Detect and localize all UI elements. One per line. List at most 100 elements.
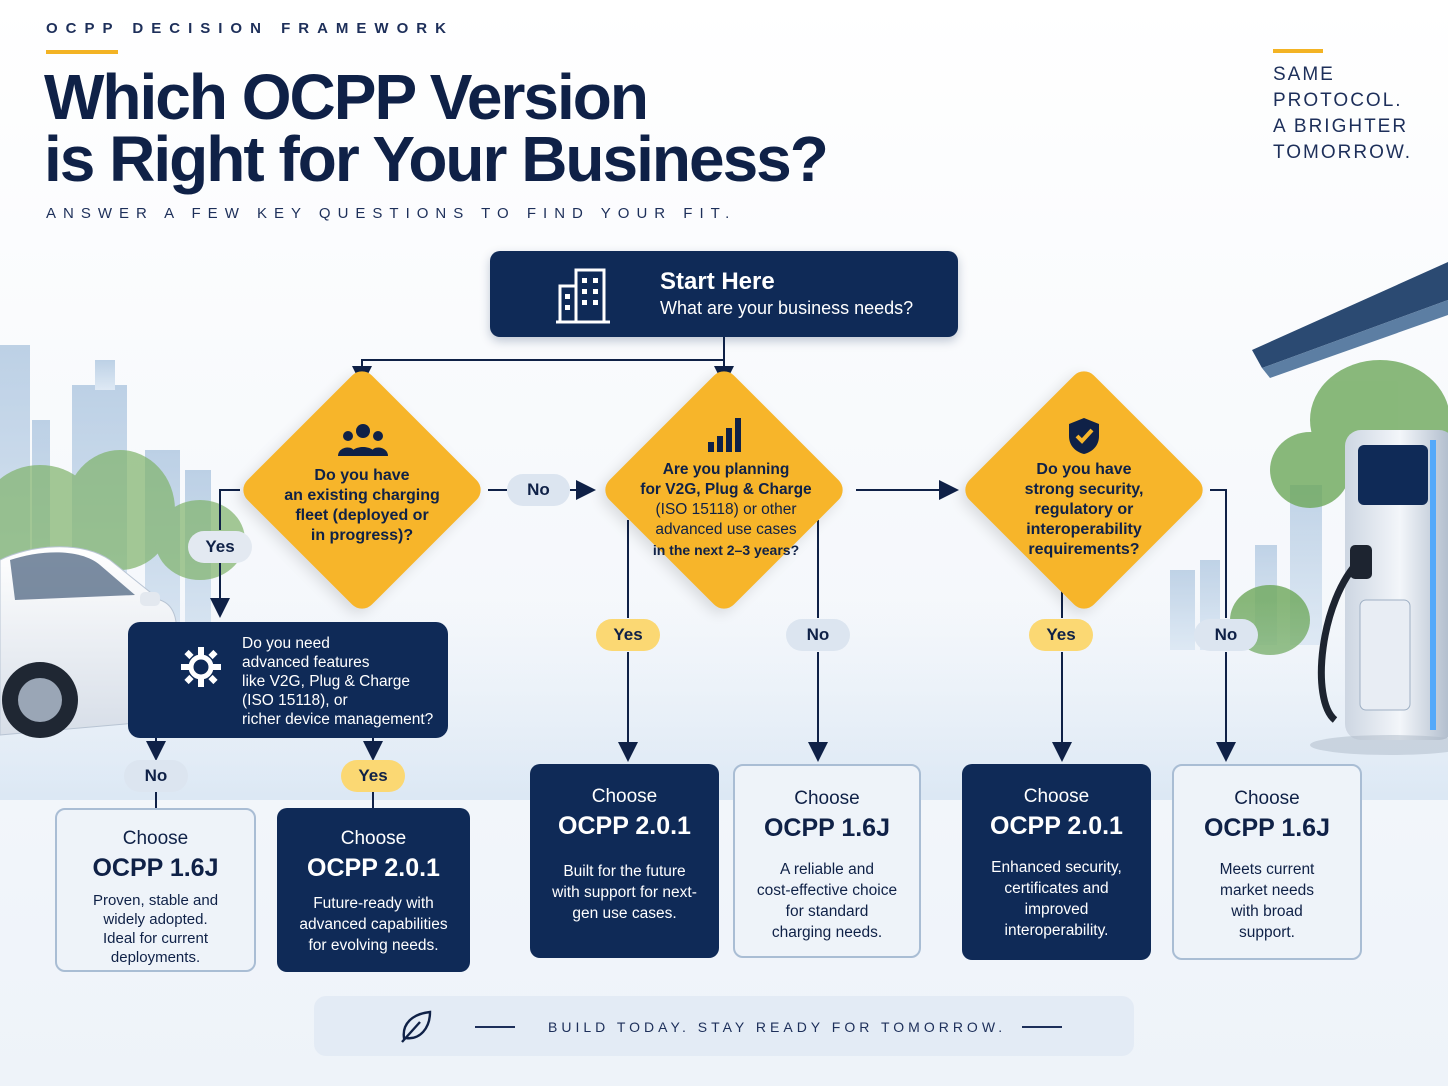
desc-line: Built for the future (563, 863, 686, 880)
result-choose: Choose (794, 788, 860, 809)
result-version: OCPP 2.0.1 (558, 812, 691, 840)
pill-yes-advanced-features: Yes (341, 760, 405, 792)
desc-line: market needs (1220, 882, 1314, 899)
desc-line: Meets current (1219, 861, 1315, 878)
question-line: advanced features (242, 654, 370, 671)
desc-line: Future-ready with (313, 895, 434, 912)
start-title: Start Here (660, 268, 775, 295)
result-card-4: Choose OCPP 1.6J A reliable and cost-eff… (733, 764, 921, 958)
desc-line: interoperability. (1004, 922, 1109, 939)
page-subtitle: ANSWER A FEW KEY QUESTIONS TO FIND YOUR … (46, 205, 737, 222)
leaf-icon (401, 1010, 432, 1043)
desc-line: widely adopted. (103, 911, 208, 928)
gear-icon (181, 647, 221, 687)
pill-yes-security: Yes (1029, 619, 1093, 651)
result-choose: Choose (122, 828, 189, 849)
desc-line: Proven, stable and (92, 892, 219, 909)
question-line: fleet (deployed or (295, 507, 429, 524)
pill-yes-advanced-use: Yes (596, 619, 660, 651)
page-title: Which OCPP Version is Right for Your Bus… (44, 61, 829, 195)
desc-line: support. (1238, 924, 1295, 941)
result-version: OCPP 2.0.1 (307, 854, 440, 882)
result-choose: Choose (1023, 786, 1090, 807)
desc-line: for evolving needs. (308, 937, 439, 954)
shield-check-icon (1069, 418, 1099, 454)
tagline-line: TOMORROW. (1273, 142, 1413, 163)
pill-yes-fleet: Yes (188, 531, 252, 563)
question-line: regulatory or (1034, 501, 1134, 518)
start-subtitle: What are your business needs? (660, 298, 914, 318)
result-description: Proven, stable and widely adopted. Ideal… (57, 891, 254, 967)
question-line: for V2G, Plug & Charge (640, 481, 812, 498)
footer-divider-right (1022, 1026, 1062, 1028)
question-line: (ISO 15118) or other (655, 501, 797, 518)
desc-line: cost-effective choice (756, 882, 898, 899)
tagline: SAME PROTOCOL. A BRIGHTER TOMORROW. (1273, 62, 1443, 166)
question-line: Do you have (1036, 461, 1132, 478)
question-line: Are you planning (662, 461, 790, 478)
question-line: strong security, (1024, 481, 1144, 498)
building-icon (556, 268, 610, 324)
desc-line: advanced capabilities (299, 916, 448, 933)
pill-no-advanced-features: No (124, 760, 188, 792)
question-line: advanced use cases (655, 521, 797, 538)
title-line-2: is Right for Your Business? (44, 123, 829, 195)
question-line: requirements? (1028, 541, 1140, 558)
question-line: in progress)? (310, 527, 414, 544)
result-choose: Choose (1234, 788, 1300, 809)
question-fleet: Do you have an existing charging fleet (… (272, 466, 452, 546)
tagline-line: A BRIGHTER (1273, 116, 1409, 137)
desc-line: Ideal for current (102, 930, 209, 947)
footer-text: BUILD TODAY. STAY READY FOR TOMORROW. (548, 1019, 1007, 1035)
title-line-1: Which OCPP Version (44, 61, 649, 133)
question-line: interoperability (1026, 521, 1142, 538)
question-line: an existing charging (284, 487, 440, 504)
tagline-accent-bar (1273, 49, 1323, 53)
question-advanced-use: Are you planning for V2G, Plug & Charge … (626, 460, 826, 560)
question-line: Do you need (242, 635, 330, 652)
pill-no-security: No (1194, 619, 1258, 651)
result-version: OCPP 2.0.1 (990, 812, 1123, 840)
tagline-line: PROTOCOL. (1273, 90, 1403, 111)
kicker: OCPP DECISION FRAMEWORK (46, 20, 454, 37)
result-choose: Choose (591, 786, 658, 807)
question-line: in the next 2–3 years? (652, 542, 800, 558)
charging-canopy (1252, 262, 1448, 378)
result-version: OCPP 1.6J (1203, 814, 1330, 842)
desc-line: with support for next- (552, 884, 697, 901)
pill-no-fleet: No (507, 474, 570, 506)
question-line: (ISO 15118), or (242, 692, 348, 709)
desc-line: deployments. (110, 949, 201, 966)
result-description: Meets current market needs with broad su… (1174, 859, 1360, 943)
bar-chart-icon (708, 418, 741, 452)
question-box-advanced-features (128, 622, 448, 738)
result-card-5: Choose OCPP 2.0.1 Enhanced security, cer… (962, 764, 1151, 960)
question-line: Do you have (314, 467, 410, 484)
desc-line: with broad (1231, 903, 1303, 920)
result-description: Future-ready with advanced capabilities … (277, 893, 470, 956)
result-description: Enhanced security, certificates and impr… (962, 857, 1151, 941)
pill-no-advanced-use: No (786, 619, 850, 651)
desc-line: A reliable and (780, 861, 874, 878)
desc-line: Enhanced security, (991, 859, 1122, 876)
desc-line: certificates and (1004, 880, 1109, 897)
charging-station-illustration (1310, 430, 1448, 755)
desc-line: for standard (785, 903, 869, 920)
result-card-6: Choose OCPP 1.6J Meets current market ne… (1172, 764, 1362, 960)
result-card-2: Choose OCPP 2.0.1 Future-ready with adva… (277, 808, 470, 972)
desc-line: gen use cases. (572, 905, 677, 922)
result-card-1: Choose OCPP 1.6J Proven, stable and wide… (55, 808, 256, 972)
people-icon (338, 424, 388, 456)
question-line: richer device management? (242, 711, 434, 728)
kicker-accent-bar (46, 50, 118, 54)
question-line: like V2G, Plug & Charge (242, 673, 411, 690)
result-version: OCPP 1.6J (763, 814, 890, 842)
result-description: A reliable and cost-effective choice for… (735, 859, 919, 943)
tagline-line: SAME (1273, 64, 1335, 85)
desc-line: improved (1024, 901, 1089, 918)
result-description: Built for the future with support for ne… (530, 861, 719, 924)
question-security: Do you have strong security, regulatory … (994, 460, 1174, 560)
footer-banner (314, 996, 1134, 1056)
desc-line: charging needs. (771, 924, 883, 941)
